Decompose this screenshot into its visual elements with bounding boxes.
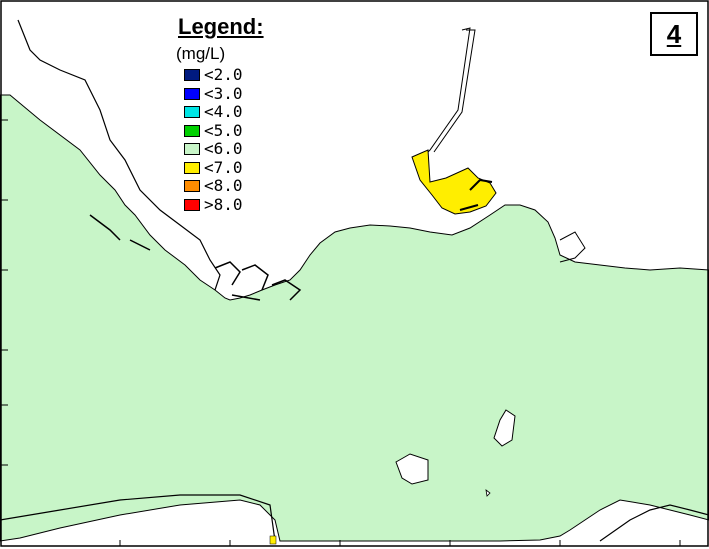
legend-label: <7.0 [204, 157, 243, 177]
legend-swatch [184, 124, 200, 137]
south-east-coastline [599, 504, 709, 542]
south-jetty [214, 261, 302, 301]
legend-item: <3.0 [184, 83, 304, 104]
legend-label: <8.0 [204, 176, 243, 196]
west-jetty [89, 214, 151, 251]
legend-label: <4.0 [204, 102, 243, 122]
island-large [395, 453, 429, 485]
legend-title: Legend: [178, 14, 264, 39]
legend-item: <2.0 [184, 66, 304, 85]
inner-pier [459, 178, 493, 211]
legend-item: <8.0 [184, 177, 304, 196]
legend-swatch [184, 180, 200, 193]
east-harbor [559, 231, 586, 263]
legend: Legend: (mg/L) <2.0<3.0<4.0<5.0<6.0<7.0<… [174, 14, 304, 214]
north-breakwater [427, 27, 476, 153]
legend-item: >8.0 [184, 194, 304, 215]
legend-label: <2.0 [204, 65, 243, 85]
legend-units: (mg/L) [176, 44, 226, 63]
legend-swatch [184, 198, 200, 211]
islet [485, 489, 491, 497]
legend-item: <4.0 [184, 103, 304, 122]
south-hotspot-mark [269, 535, 277, 545]
water-area [0, 94, 709, 542]
legend-label: <3.0 [204, 83, 243, 103]
legend-label: <5.0 [204, 120, 243, 140]
legend-swatch [184, 87, 200, 100]
legend-swatch [184, 69, 200, 82]
hotspot-area [411, 149, 497, 215]
legend-swatch [184, 106, 200, 119]
legend-swatch [184, 161, 200, 174]
south-coastline [0, 494, 276, 542]
island-small [493, 409, 516, 447]
legend-label: >8.0 [204, 194, 243, 214]
legend-item: <5.0 [184, 120, 304, 141]
legend-swatch [184, 143, 200, 156]
legend-item: <6.0 [184, 140, 304, 159]
panel-number: 4 [650, 12, 698, 56]
axis-ticks [1, 119, 681, 546]
legend-item: <7.0 [184, 157, 304, 178]
legend-label: <6.0 [204, 139, 243, 159]
legend-list: <2.0<3.0<4.0<5.0<6.0<7.0<8.0>8.0 [184, 66, 304, 214]
north-coastline [17, 19, 221, 291]
